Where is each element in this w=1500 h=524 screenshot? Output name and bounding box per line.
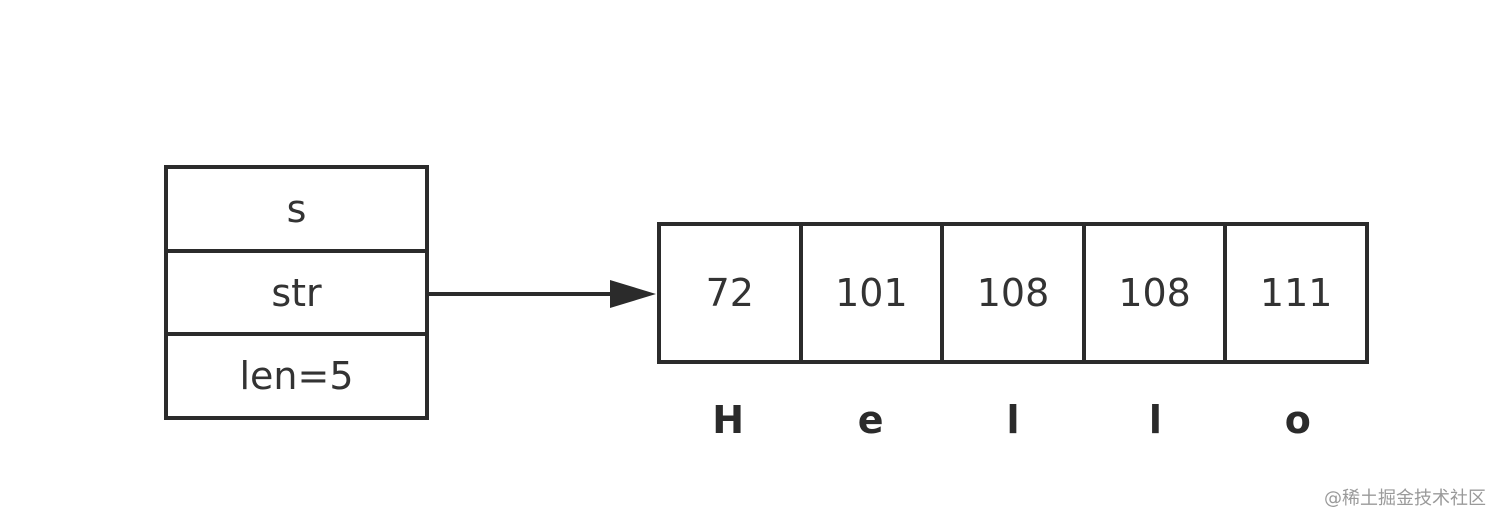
char-label-2: l: [1006, 398, 1020, 442]
pointer-arrowhead: [610, 280, 656, 308]
char-label-1: e: [857, 398, 884, 442]
string-header-struct: s str len=5: [164, 165, 429, 420]
struct-field-len: len=5: [168, 332, 425, 416]
byte-cell-1: 101: [798, 226, 941, 360]
char-label-0: H: [712, 398, 745, 442]
struct-field-str: str: [168, 248, 425, 333]
char-label-4: o: [1284, 398, 1311, 442]
byte-cell-3: 108: [1081, 226, 1224, 360]
watermark: @稀土掘金技术社区: [1324, 488, 1486, 509]
char-label-row: H e l l o: [657, 392, 1369, 448]
struct-field-s: s: [286, 186, 307, 231]
byte-array: 72 101 108 108 111: [657, 222, 1369, 364]
char-label-3: l: [1148, 398, 1162, 442]
byte-cell-4: 111: [1223, 226, 1365, 360]
byte-cell-0: 72: [705, 271, 754, 315]
byte-cell-2: 108: [940, 226, 1082, 360]
